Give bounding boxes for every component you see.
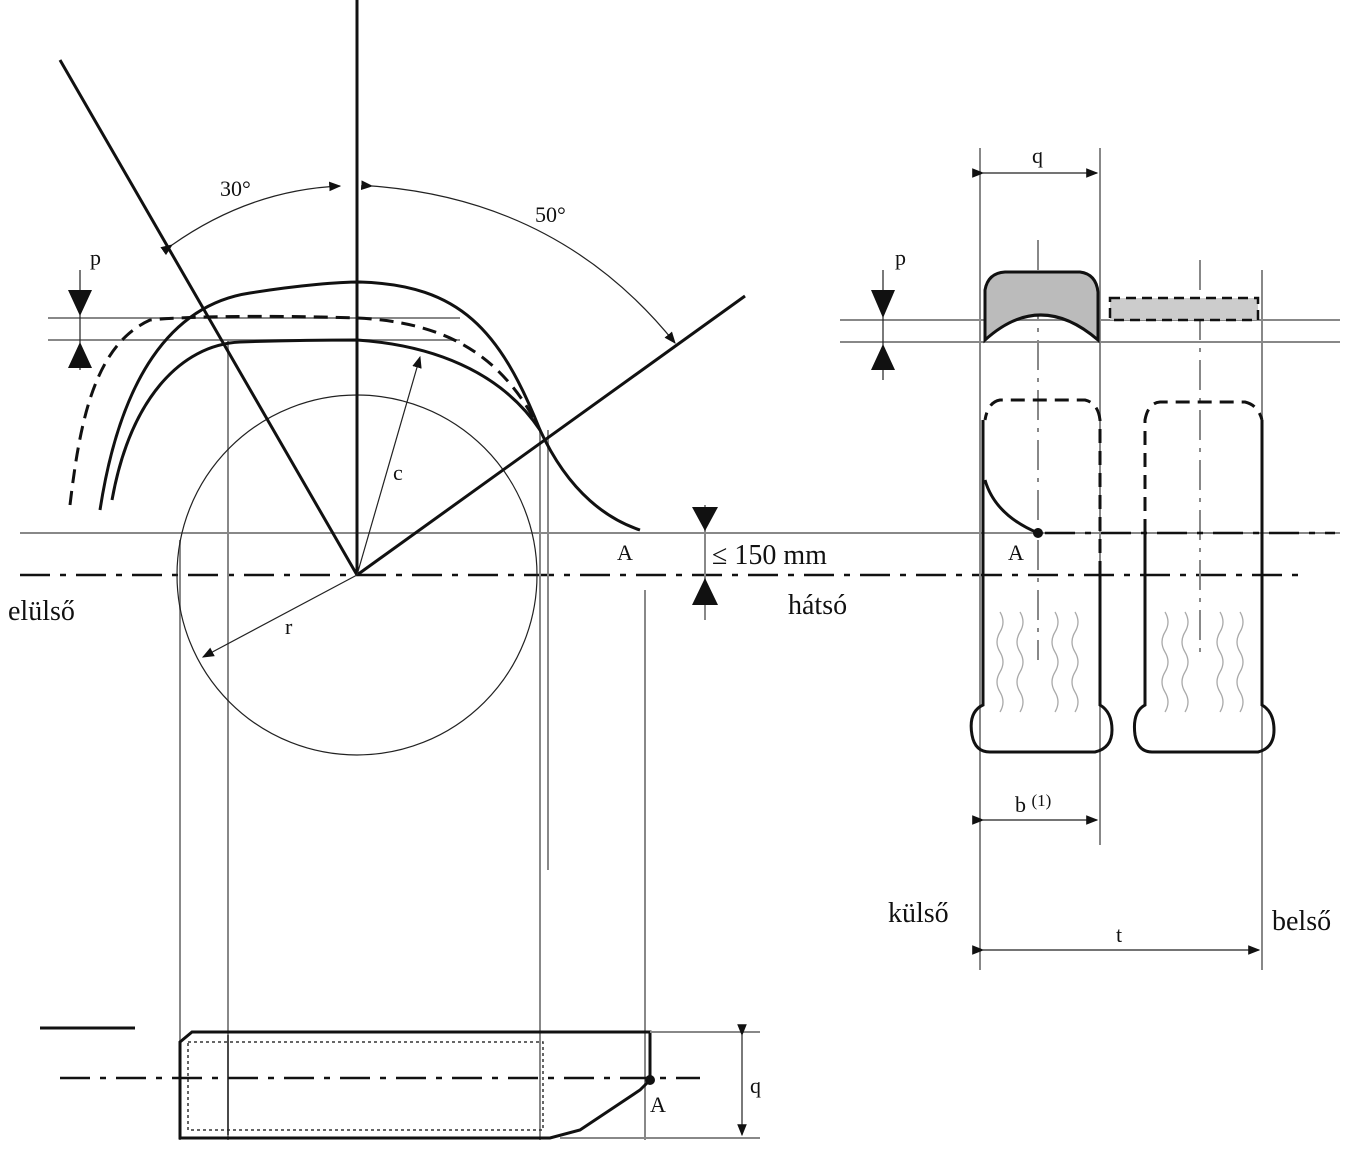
outer-tyre <box>969 420 1114 754</box>
inner-label: belső <box>1272 906 1331 937</box>
p-label-end: p <box>895 245 906 270</box>
tread-pattern <box>996 611 1244 713</box>
t-label: t <box>1116 922 1122 947</box>
p-label-side: p <box>90 245 101 270</box>
plan-view: q A <box>40 1024 761 1140</box>
outer-tread-section <box>983 270 1100 344</box>
r-label: r <box>285 614 293 639</box>
mudguard-inner-edge <box>110 338 542 501</box>
inner-tread-section <box>1108 296 1260 322</box>
p-arrow-up-end <box>871 344 895 370</box>
b-label: b (1) <box>1015 791 1051 817</box>
point-A-dot-plan <box>645 1075 655 1085</box>
height-limit-label: ≤ 150 mm <box>712 540 827 571</box>
mudguard-outer-edge <box>98 280 641 532</box>
angle-50-label: 50° <box>535 202 566 227</box>
angle-30-label: 30° <box>220 176 251 201</box>
mudguard-dashed-edge <box>68 314 542 506</box>
point-A-dot <box>1033 528 1043 538</box>
outer-label: külső <box>888 898 949 929</box>
angle-arc-50 <box>360 180 676 344</box>
point-A-label-end: A <box>1008 540 1024 565</box>
end-view: q p A b (1) külső belső t <box>840 143 1340 970</box>
p-arrow-down <box>68 290 92 316</box>
angle-arc-30 <box>160 181 342 256</box>
rear-50-degree-line <box>356 294 746 577</box>
height-arrow-up <box>692 578 718 605</box>
q-label-top: q <box>1032 143 1043 168</box>
inner-tyre <box>1133 420 1276 754</box>
radius-c-arrow <box>356 355 422 576</box>
point-A-label-plan: A <box>650 1092 666 1117</box>
mudguard-plan-outline <box>178 1030 652 1140</box>
rear-label: hátsó <box>788 590 847 621</box>
c-label: c <box>393 460 403 485</box>
p-arrow-down-end <box>871 290 895 318</box>
front-label: elülső <box>8 596 75 627</box>
radius-r-arrow <box>201 574 358 658</box>
side-view: 30° 50° p c r A ≤ 150 mm elülső hátsó <box>8 0 1340 1140</box>
height-arrow-down <box>692 507 718 531</box>
q-label-bottom: q <box>750 1073 761 1098</box>
point-A-label-side: A <box>617 540 633 565</box>
p-arrow-up <box>68 342 92 368</box>
